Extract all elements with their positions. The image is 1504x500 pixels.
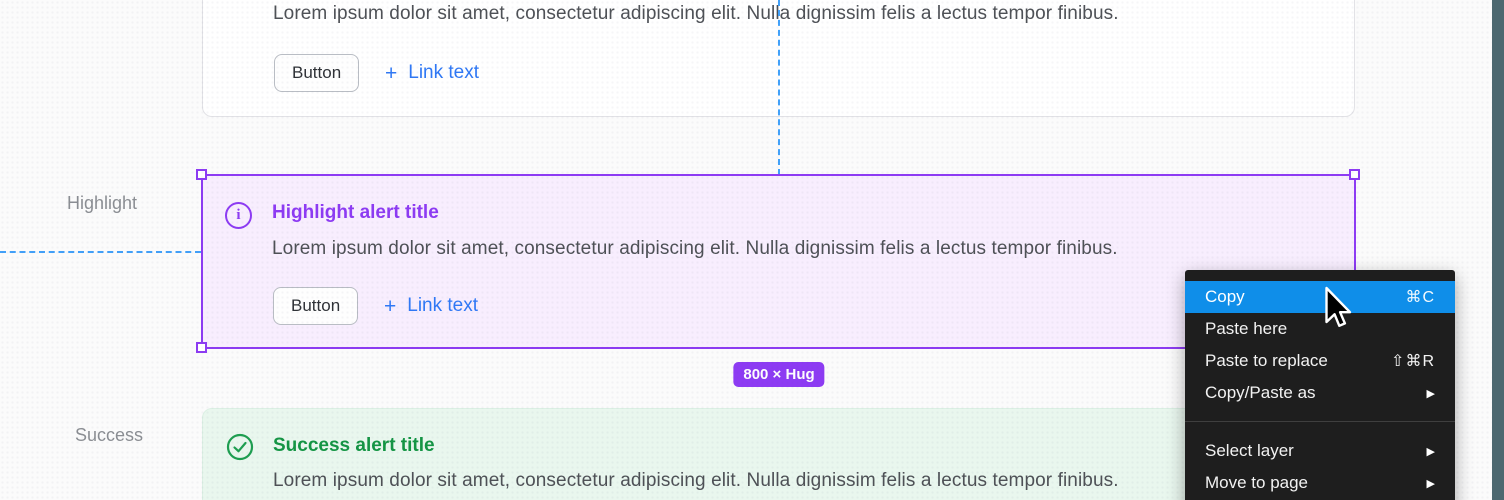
menu-item-copy[interactable]: Copy ⌘C xyxy=(1185,281,1455,313)
section-label-highlight: Highlight xyxy=(67,193,138,213)
alert-link[interactable]: + Link text xyxy=(384,295,478,317)
alignment-guide-horizontal xyxy=(0,251,201,253)
link-label: Link text xyxy=(407,295,479,316)
window-edge-strip xyxy=(1492,0,1504,500)
alert-body-text: Lorem ipsum dolor sit amet, consectetur … xyxy=(272,238,1118,259)
menu-item-label: Move to page xyxy=(1205,473,1309,492)
menu-item-label: Copy xyxy=(1205,287,1245,306)
submenu-arrow-icon: ▶ xyxy=(1426,477,1435,490)
selection-handle-bottom-left[interactable] xyxy=(196,342,207,353)
selection-handle-top-left[interactable] xyxy=(196,169,207,180)
context-menu: Copy ⌘C Paste here Paste to replace ⇧⌘R … xyxy=(1185,270,1455,500)
alert-body-text: Lorem ipsum dolor sit amet, consectetur … xyxy=(273,3,1119,24)
check-circle-icon xyxy=(226,433,254,461)
menu-item-shortcut: ⇧⌘R xyxy=(1391,353,1435,370)
alert-body-text: Lorem ipsum dolor sit amet, consectetur … xyxy=(273,470,1119,491)
highlight-alert-title: Highlight alert title xyxy=(272,202,439,223)
alert-button[interactable]: Button xyxy=(274,54,360,92)
menu-item-move-to-page[interactable]: Move to page ▶ xyxy=(1185,467,1455,499)
highlight-alert[interactable]: i Highlight alert title Lorem ipsum dolo… xyxy=(202,175,1355,348)
plus-icon: + xyxy=(385,61,398,85)
info-icon: i xyxy=(225,202,252,229)
menu-item-paste-here[interactable]: Paste here xyxy=(1185,313,1455,345)
plus-icon: + xyxy=(384,294,397,318)
success-alert-title: Success alert title xyxy=(273,435,435,456)
size-badge: 800 × Hug xyxy=(733,362,825,387)
mouse-cursor xyxy=(1325,286,1352,327)
section-label-success: Success xyxy=(75,425,144,445)
alert-link[interactable]: + Link text xyxy=(385,62,479,84)
menu-item-label: Paste here xyxy=(1205,319,1288,338)
selection-handle-top-right[interactable] xyxy=(1349,169,1360,180)
menu-item-label: Paste to replace xyxy=(1205,351,1328,370)
menu-separator xyxy=(1185,421,1455,422)
menu-item-label: Copy/Paste as xyxy=(1205,383,1316,402)
alignment-guide-vertical xyxy=(778,0,780,175)
link-label: Link text xyxy=(408,62,480,83)
menu-item-paste-to-replace[interactable]: Paste to replace ⇧⌘R xyxy=(1185,345,1455,377)
menu-item-label: Select layer xyxy=(1205,441,1294,460)
menu-item-select-layer[interactable]: Select layer ▶ xyxy=(1185,435,1455,467)
menu-item-shortcut: ⌘C xyxy=(1405,289,1435,306)
submenu-arrow-icon: ▶ xyxy=(1426,445,1435,458)
success-alert[interactable]: Success alert title Lorem ipsum dolor si… xyxy=(202,408,1355,500)
alert-button[interactable]: Button xyxy=(273,287,359,325)
submenu-arrow-icon: ▶ xyxy=(1426,387,1435,400)
menu-item-copy-paste-as[interactable]: Copy/Paste as ▶ xyxy=(1185,377,1455,409)
